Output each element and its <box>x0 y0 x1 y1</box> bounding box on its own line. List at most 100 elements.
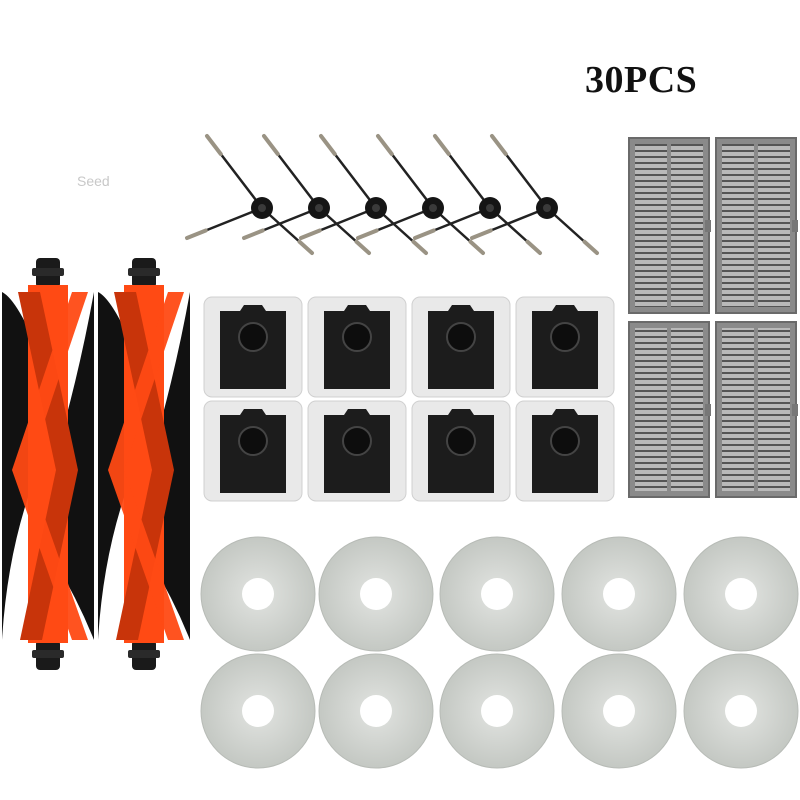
brush-bristle-icon <box>262 134 280 156</box>
dust-bag-inlet-icon <box>550 322 580 352</box>
mop-pad-hole-icon <box>481 578 513 610</box>
dust-bag-inlet-icon <box>446 426 476 456</box>
hepa-filter <box>628 137 711 314</box>
filter-tab-icon <box>792 220 798 232</box>
brush-bristle-icon <box>413 228 436 240</box>
dust-bag-inlet-icon <box>550 426 580 456</box>
dust-bag <box>411 296 511 398</box>
mop-pad-hole-icon <box>360 695 392 727</box>
brush-bristle-icon <box>185 228 208 240</box>
mop-pad-hole-icon <box>603 695 635 727</box>
roller-end-cap-icon <box>32 268 64 276</box>
dust-bag <box>203 296 303 398</box>
brush-arm-icon <box>276 153 320 209</box>
brush-bristle-icon <box>490 134 508 156</box>
filter-pleats-icon <box>671 144 703 307</box>
dust-bag-inlet-icon <box>342 426 372 456</box>
brush-arm-icon <box>447 153 491 209</box>
brush-bristle-icon <box>468 239 485 255</box>
filter-pleats-icon <box>722 328 754 491</box>
dust-bag-inlet-icon <box>238 322 268 352</box>
filter-pleats-icon <box>635 144 667 307</box>
brush-bristle-icon <box>433 134 451 156</box>
brush-bristle-icon <box>319 134 337 156</box>
dust-bag <box>307 296 407 398</box>
dust-bag-inlet-icon <box>446 322 476 352</box>
hepa-filter <box>628 321 711 498</box>
brush-bristle-icon <box>376 134 394 156</box>
brush-hub-center-icon <box>315 204 323 212</box>
filter-pleats-icon <box>635 328 667 491</box>
watermark-text: Seed <box>77 173 110 189</box>
brush-hub-center-icon <box>372 204 380 212</box>
dust-bag <box>203 400 303 502</box>
dust-bag-inlet-icon <box>342 322 372 352</box>
mop-pad <box>318 653 434 769</box>
main-roller-brush <box>98 258 190 670</box>
roller-flap-icon <box>108 292 184 470</box>
dust-bag <box>515 296 615 398</box>
mop-pad-hole-icon <box>481 695 513 727</box>
brush-bristle-icon <box>356 228 379 240</box>
side-brush <box>242 134 371 255</box>
roller-flap-icon <box>12 470 88 640</box>
mop-pad <box>200 653 316 769</box>
brush-bristle-icon <box>582 239 599 255</box>
brush-arm-icon <box>333 153 377 209</box>
mop-pad-hole-icon <box>725 695 757 727</box>
dust-bag <box>307 400 407 502</box>
brush-bristle-icon <box>470 228 493 240</box>
brush-bristle-icon <box>299 228 322 240</box>
mop-pad-hole-icon <box>242 578 274 610</box>
filter-pleats-icon <box>722 144 754 307</box>
filter-pleats-icon <box>758 144 790 307</box>
side-brush <box>413 134 542 255</box>
mop-pad <box>439 653 555 769</box>
brush-hub-center-icon <box>543 204 551 212</box>
roller-flap-icon <box>108 470 184 640</box>
side-brush <box>185 134 314 255</box>
side-brush <box>299 134 428 255</box>
filter-pleats-icon <box>758 328 790 491</box>
product-count-title: 30PCS <box>585 59 698 101</box>
mop-pad <box>561 536 677 652</box>
brush-bristle-icon <box>205 134 223 156</box>
roller-end-cap-icon <box>128 650 160 658</box>
brush-bristle-icon <box>354 239 371 255</box>
dust-bag-inlet-icon <box>238 426 268 456</box>
mop-pad-hole-icon <box>603 578 635 610</box>
mop-pad <box>561 653 677 769</box>
brush-arm-icon <box>390 153 434 209</box>
mop-pad <box>439 536 555 652</box>
brush-arm-icon <box>504 153 548 209</box>
mop-pad-hole-icon <box>360 578 392 610</box>
brush-hub-center-icon <box>258 204 266 212</box>
main-roller-brush <box>2 258 94 670</box>
hepa-filter <box>715 321 798 498</box>
mop-pad <box>200 536 316 652</box>
mop-pad-hole-icon <box>725 578 757 610</box>
brush-bristle-icon <box>411 239 428 255</box>
side-brush <box>470 134 599 255</box>
roller-flap-icon <box>12 292 88 470</box>
brush-hub-center-icon <box>486 204 494 212</box>
roller-end-cap-icon <box>128 268 160 276</box>
roller-end-cap-icon <box>32 650 64 658</box>
mop-pad-hole-icon <box>242 695 274 727</box>
dust-bag <box>515 400 615 502</box>
mop-pad <box>318 536 434 652</box>
filter-pleats-icon <box>671 328 703 491</box>
filter-tab-icon <box>792 404 798 416</box>
mop-pad <box>683 536 799 652</box>
brush-bristle-icon <box>297 239 314 255</box>
dust-bag <box>411 400 511 502</box>
brush-arm-icon <box>219 153 263 209</box>
brush-bristle-icon <box>242 228 265 240</box>
brush-bristle-icon <box>525 239 542 255</box>
mop-pad <box>683 653 799 769</box>
filter-tab-icon <box>705 404 711 416</box>
side-brush <box>356 134 485 255</box>
filter-tab-icon <box>705 220 711 232</box>
brush-hub-center-icon <box>429 204 437 212</box>
